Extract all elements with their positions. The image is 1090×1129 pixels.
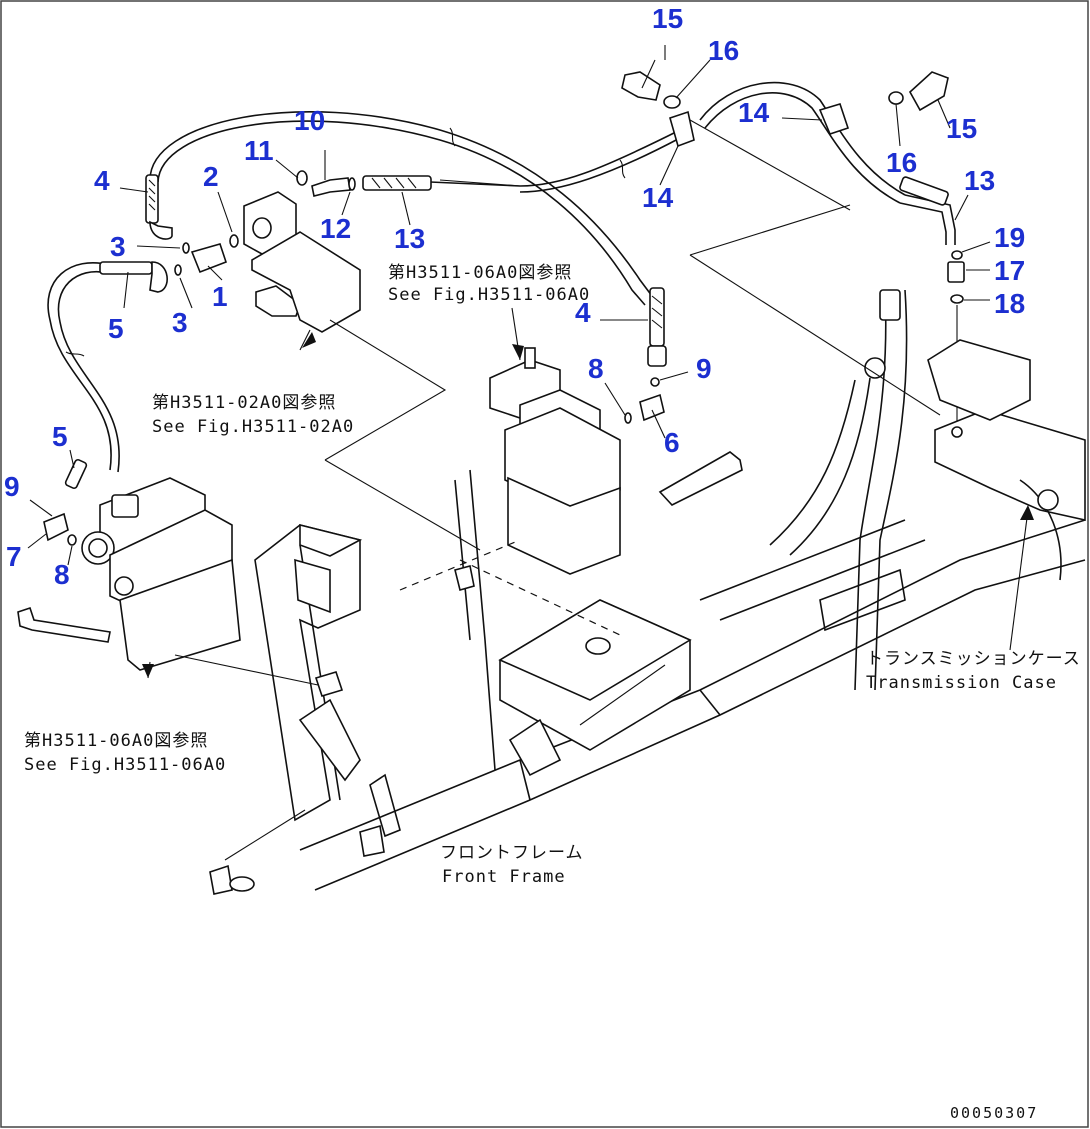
callout-10: 10	[294, 105, 325, 136]
callout-16: 16	[886, 147, 917, 178]
callout-9: 9	[4, 471, 20, 502]
callout-8: 8	[54, 559, 70, 590]
callout-18: 18	[994, 288, 1025, 319]
callout-15: 15	[652, 3, 683, 34]
leader-lines	[27, 45, 1029, 861]
callout-5: 5	[108, 313, 124, 344]
break-marks	[65, 127, 626, 357]
callout-13: 13	[394, 223, 425, 254]
ref-mid-en: See Fig.H3511-02A0	[152, 417, 354, 437]
hose-lines	[47, 81, 956, 473]
drawing-code: 00050307	[950, 1104, 1038, 1122]
valve-bracket-upper	[243, 191, 361, 333]
callout-8: 8	[588, 353, 604, 384]
component-labels: トランスミッションケース Transmission Case フロントフレーム …	[440, 649, 1081, 887]
callout-16: 16	[708, 35, 739, 66]
label-transmission-jp: トランスミッションケース	[866, 649, 1081, 669]
callout-2: 2	[203, 161, 219, 192]
callout-12: 12	[320, 213, 351, 244]
solenoid-valve-left	[81, 477, 241, 671]
callout-7: 7	[6, 541, 22, 572]
front-frame	[209, 289, 1086, 895]
ref-top-jp: 第H3511-06A0図参照	[388, 263, 572, 283]
callout-17: 17	[994, 255, 1025, 286]
callout-3: 3	[172, 307, 188, 338]
hose-fittings	[64, 174, 949, 490]
callout-13: 13	[964, 165, 995, 196]
arrowheads	[142, 332, 1034, 678]
label-front-frame-en: Front Frame	[442, 867, 566, 887]
callout-4: 4	[575, 297, 591, 328]
solenoid-valve-mid	[489, 347, 621, 575]
callout-3: 3	[110, 231, 126, 262]
label-transmission-en: Transmission Case	[866, 673, 1057, 693]
ref-left-jp: 第H3511-06A0図参照	[24, 731, 208, 751]
figure-references: 第H3511-06A0図参照 See Fig.H3511-06A0 第H3511…	[24, 263, 590, 775]
callout-14: 14	[642, 182, 674, 213]
callout-1: 1	[212, 281, 228, 312]
ref-mid-jp: 第H3511-02A0図参照	[152, 393, 336, 413]
callout-19: 19	[994, 222, 1025, 253]
part-callouts: 1 2 3 3 4 4 5 5 6 7 8 8 9 9 10 11 12 13 …	[4, 3, 1025, 590]
callout-4: 4	[94, 165, 110, 196]
label-front-frame-jp: フロントフレーム	[440, 843, 584, 863]
callout-9: 9	[696, 353, 712, 384]
callout-11: 11	[244, 135, 274, 166]
small-parts	[17, 71, 965, 643]
callout-5: 5	[52, 421, 68, 452]
callout-14: 14	[738, 97, 770, 128]
callout-6: 6	[664, 427, 680, 458]
callout-15: 15	[946, 113, 977, 144]
ref-top-en: See Fig.H3511-06A0	[388, 285, 590, 305]
ref-left-en: See Fig.H3511-06A0	[24, 755, 226, 775]
